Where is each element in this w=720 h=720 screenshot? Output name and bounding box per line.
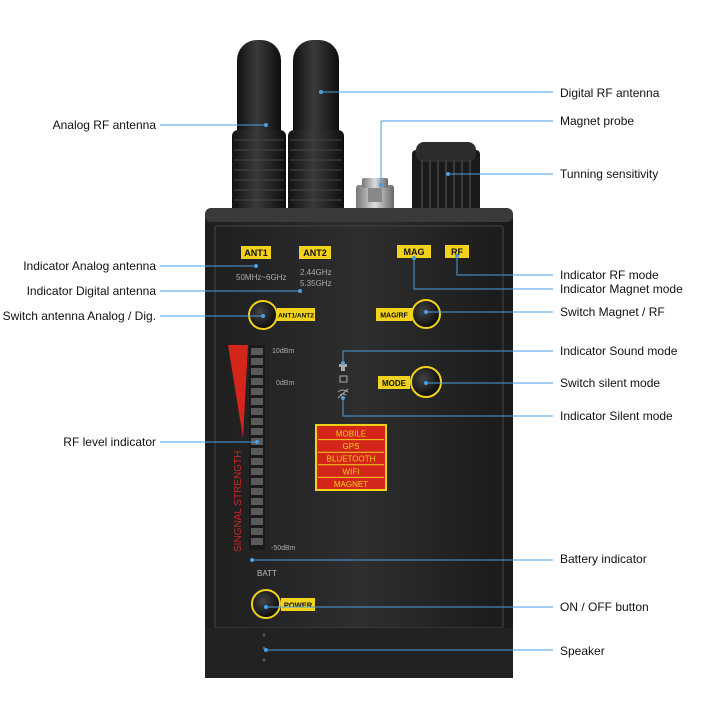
- rf-text: RF: [451, 247, 463, 257]
- label-battery-indicator: Battery indicator: [560, 552, 647, 566]
- rf-level-indicator: [249, 345, 265, 550]
- callout-lines: [160, 91, 553, 651]
- label-indicator-rf-mode: Indicator RF mode: [560, 268, 659, 282]
- ant2-text: ANT2: [303, 248, 327, 258]
- mode-item: MOBILE: [336, 430, 366, 439]
- batt-label: BATT: [257, 569, 277, 578]
- label-indicator-silent-mode: Indicator Silent mode: [560, 409, 673, 423]
- led-segment: [251, 398, 263, 405]
- ant2-indicator-label: ANT2: [299, 246, 331, 259]
- label-magnet-probe: Magnet probe: [560, 114, 635, 128]
- led-segment: [251, 388, 263, 395]
- mode-item: GPS: [343, 442, 360, 451]
- led-segment: [251, 418, 263, 425]
- db-top-label: 10dBm: [272, 348, 294, 355]
- ant1-text: ANT1: [244, 248, 268, 258]
- analog-rf-antenna: [232, 40, 286, 220]
- label-switch-silent-mode: Switch silent mode: [560, 376, 661, 390]
- label-indicator-magnet-mode: Indicator Magnet mode: [560, 282, 683, 296]
- magnet-probe-connector: [356, 178, 394, 213]
- freq-digital-1: 2.44GHz: [300, 268, 332, 277]
- label-indicator-analog-antenna: Indicator Analog antenna: [23, 259, 156, 273]
- led-segment: [251, 488, 263, 495]
- label-speaker: Speaker: [560, 644, 605, 658]
- label-digital-rf-antenna: Digital RF antenna: [560, 86, 660, 100]
- db-bottom-label: -50dBm: [271, 545, 296, 552]
- mode-item: BLUETOOTH: [327, 455, 376, 464]
- silent-mode-icon: [337, 388, 349, 399]
- led-segment: [251, 428, 263, 435]
- led-segment: [251, 508, 263, 515]
- label-rf-level-indicator: RF level indicator: [63, 435, 156, 449]
- db-mid-label: 0dBm: [276, 380, 294, 387]
- mag-switch-text: MAG/RF: [380, 313, 408, 320]
- label-switch-antenna: Switch antenna Analog / Dig.: [2, 309, 156, 323]
- signal-strength-text: SINGNAL STRENGTH: [233, 451, 244, 552]
- label-switch-magnet-rf: Switch Magnet / RF: [560, 305, 665, 319]
- tuning-sensitivity-knob[interactable]: [412, 142, 480, 212]
- power-button[interactable]: POWER: [251, 589, 315, 619]
- power-text: POWER: [284, 601, 313, 610]
- signal-wedge: [228, 345, 248, 438]
- led-segment: [251, 468, 263, 475]
- label-indicator-sound-mode: Indicator Sound mode: [560, 344, 678, 358]
- led-segment: [251, 378, 263, 385]
- rf-indicator-label: RF: [445, 245, 469, 258]
- label-analog-rf-antenna: Analog RF antenna: [52, 118, 156, 132]
- led-segment: [251, 528, 263, 535]
- mode-text: MODE: [382, 379, 407, 388]
- led-segment: [251, 368, 263, 375]
- mag-text: MAG: [404, 247, 425, 257]
- label-on-off-button: ON / OFF button: [560, 600, 649, 614]
- mode-item: WIFI: [343, 467, 360, 476]
- led-segment: [251, 538, 263, 545]
- freq-analog: 50MHz~6GHz: [236, 273, 286, 282]
- label-indicator-digital-antenna: Indicator Digital antenna: [26, 284, 156, 298]
- led-segment: [251, 478, 263, 485]
- freq-digital-2: 5.35GHz: [300, 279, 332, 288]
- led-segment: [251, 458, 263, 465]
- digital-rf-antenna: [288, 40, 344, 220]
- led-segment: [251, 358, 263, 365]
- label-tunning-sensitivity: Tunning sensitivity: [560, 167, 659, 181]
- ant1-indicator-label: ANT1: [241, 246, 271, 259]
- mag-indicator-label: MAG: [397, 245, 431, 258]
- callout-dots: [250, 90, 459, 652]
- led-segment: [251, 348, 263, 355]
- mode-list: MOBILE GPS BLUETOOTH WIFI MAGNET: [315, 424, 387, 491]
- sound-mode-icon: [339, 375, 348, 383]
- led-segment: [251, 518, 263, 525]
- speaker-icon: [339, 364, 347, 371]
- led-segment: [251, 448, 263, 455]
- mode-item: MAGNET: [334, 480, 368, 489]
- ant-switch-text: ANT1/ANT2: [278, 313, 314, 320]
- led-segment: [251, 408, 263, 415]
- led-segment: [251, 498, 263, 505]
